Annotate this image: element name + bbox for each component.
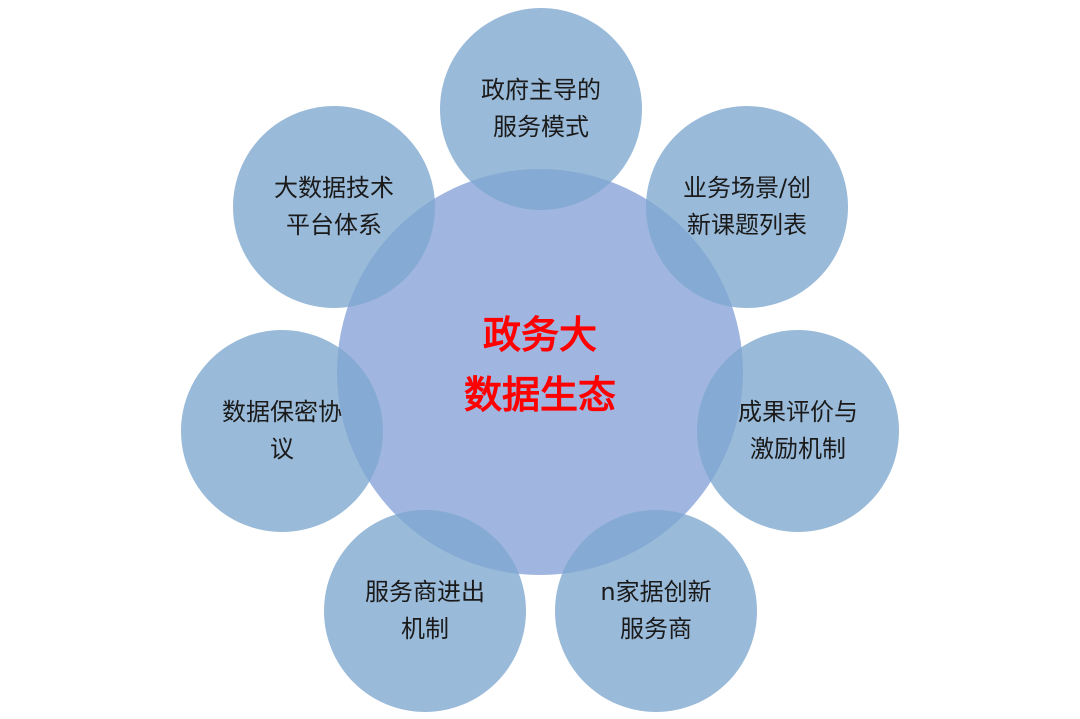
satellite-label-6-line-1: 数据保密协 [222, 398, 342, 426]
satellite-label-2-line-1: 业务场景/创 [682, 174, 812, 202]
center-circle [337, 169, 743, 575]
satellite-label-1: 政府主导的 服务模式 [481, 72, 601, 146]
satellite-label-1-line-1: 政府主导的 [481, 76, 601, 104]
satellite-label-2-line-2: 新课题列表 [687, 211, 807, 239]
satellite-label-7-line-2: 平台体系 [286, 211, 382, 239]
satellite-label-3-line-2: 激励机制 [750, 435, 846, 463]
satellite-label-3-line-1: 成果评价与 [738, 398, 858, 426]
satellite-label-2: 业务场景/创 新课题列表 [683, 170, 811, 244]
satellite-label-4: n家据创新 服务商 [600, 574, 711, 648]
satellite-label-7: 大数据技术 平台体系 [274, 170, 394, 244]
satellite-circle-5 [324, 510, 526, 712]
satellite-label-5-line-1: 服务商进出 [365, 578, 485, 606]
satellite-label-5: 服务商进出 机制 [365, 574, 485, 648]
satellite-label-7-line-1: 大数据技术 [274, 174, 394, 202]
satellite-label-3: 成果评价与 激励机制 [738, 394, 858, 468]
center-label: 政务大 数据生态 [464, 305, 616, 425]
satellite-circle-6 [181, 330, 383, 532]
center-label-line-1: 政务大 [482, 313, 598, 357]
satellite-label-6-line-2: 议 [270, 435, 294, 463]
satellite-circle-1 [440, 8, 642, 210]
satellite-label-4-line-2: 服务商 [620, 615, 692, 643]
satellite-circle-4 [555, 510, 757, 712]
satellite-label-5-line-2: 机制 [401, 615, 449, 643]
satellite-circle-2 [646, 106, 848, 308]
satellite-label-1-line-2: 服务模式 [493, 113, 589, 141]
center-label-line-2: 数据生态 [463, 373, 617, 417]
satellite-circle-3 [697, 330, 899, 532]
satellite-circle-7 [233, 106, 435, 308]
satellite-label-6: 数据保密协 议 [222, 394, 342, 468]
satellite-label-4-line-1: n家据创新 [600, 578, 712, 606]
